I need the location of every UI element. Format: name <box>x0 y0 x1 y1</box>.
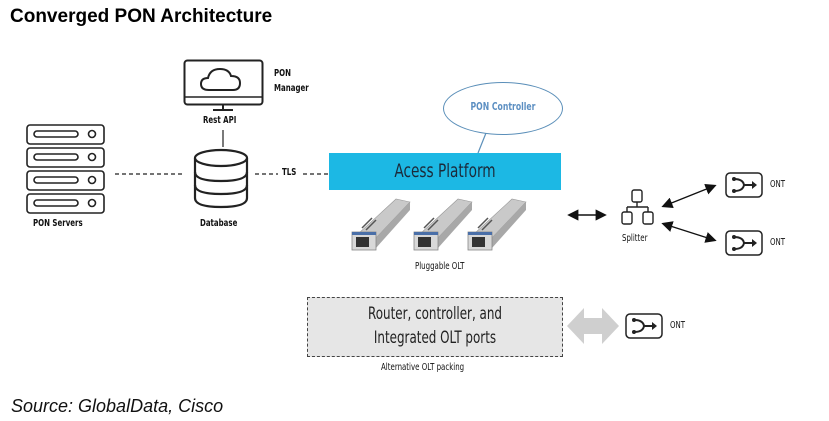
ont-bottom-label: ONT <box>670 320 686 331</box>
splitter-ont-mid-arrow <box>661 221 717 243</box>
pon-controller-label: PON Controller <box>470 100 536 113</box>
tls-label: TLS <box>282 167 297 178</box>
splitter-ont-top-arrow <box>661 183 717 209</box>
source-note: Source: GlobalData, Cisco <box>11 396 224 416</box>
server-rack-icon <box>26 124 105 214</box>
sfp-transceiver-icon <box>351 198 411 251</box>
alt-box-line2: Integrated OLT ports <box>373 328 497 348</box>
monitor-cloud-icon <box>183 59 264 111</box>
splitter-label: Splitter <box>622 233 648 244</box>
rest-api-label: Rest API <box>203 115 237 126</box>
pluggable-olt-label: Pluggable OLT <box>415 261 465 272</box>
ont-mid-label: ONT <box>770 237 786 248</box>
diagram-title: Converged PON Architecture <box>10 6 273 27</box>
database-icon <box>193 148 249 209</box>
controller-platform-link <box>477 132 487 154</box>
pluggable-olt-group <box>351 198 527 251</box>
alt-ont-double-arrow <box>567 308 619 344</box>
access-platform-node: Acess Platform <box>329 153 561 190</box>
pon-servers-label: PON Servers <box>33 218 83 229</box>
ont-icon <box>725 172 763 198</box>
alternative-olt-box: Router, controller, and Integrated OLT p… <box>307 297 563 357</box>
database-label: Database <box>200 218 238 229</box>
pon-manager-label: PON Manager <box>274 68 309 94</box>
alt-box-line1: Router, controller, and <box>368 304 502 324</box>
ont-icon <box>625 313 663 339</box>
alt-box-caption: Alternative OLT packing <box>381 362 465 373</box>
splitter-icon <box>621 189 654 225</box>
access-platform-label: Acess Platform <box>394 160 496 182</box>
ont-top-label: ONT <box>770 179 786 190</box>
ont-icon <box>725 230 763 256</box>
sfp-transceiver-icon <box>413 198 473 251</box>
pon-controller-node: PON Controller <box>443 82 563 135</box>
sfp-transceiver-icon <box>467 198 527 251</box>
